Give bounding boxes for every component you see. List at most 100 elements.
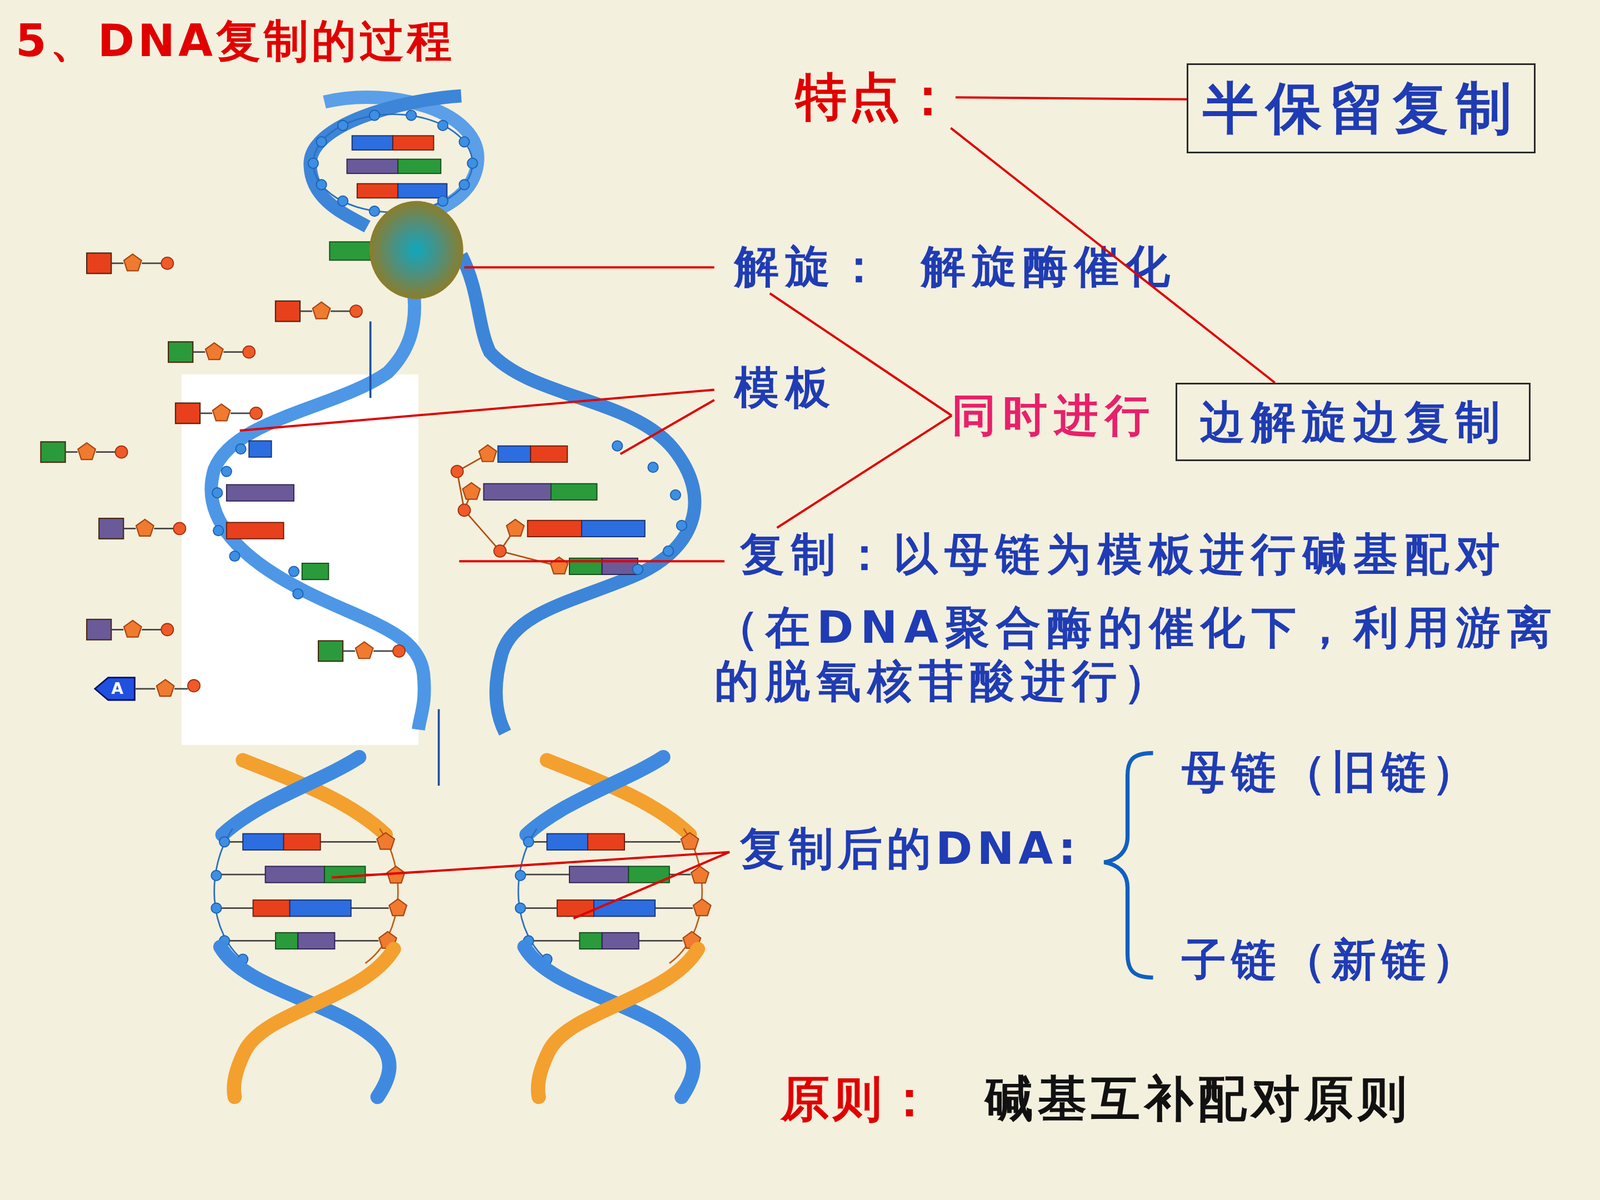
phosphate-circle [459,179,470,190]
annotation-label: 碱基互补配对原则 [984,1069,1412,1129]
base-rect [248,440,272,457]
daughter-helix [211,757,407,1098]
free-nucleotide [318,640,405,662]
node-text: 边解旋边复制 [1200,395,1507,449]
phosphate-circle [229,551,240,562]
phosphate-circle [663,546,674,557]
base-rect [226,522,284,539]
base-rect [226,484,294,501]
backbone-line [313,114,473,213]
annotation-label: 母链（旧链） [1181,745,1482,799]
guide-line [370,321,439,787]
phosphate-circle [437,120,448,131]
backbone-line [457,453,560,567]
sugar-pentagon [550,557,569,574]
connector-line [955,97,1187,100]
free-nucleotide [175,403,263,424]
base-rect [497,446,531,463]
white-panel [181,374,419,745]
annotation-label: 复制后的DNA: [740,822,1081,876]
node-text: 解旋酶催化 [921,240,1177,294]
node-text: 复制：以母链为模板进行碱基配对 [740,527,1563,582]
boxed-statement: 半保留复制 [1186,63,1536,154]
base-rect [392,135,434,150]
phosphate-circle [451,465,464,478]
phosphate-circle [369,206,380,217]
helicase-enzyme [369,201,464,299]
free-nucleotide [275,301,363,322]
phosphate-circle [676,520,687,531]
free-nucleotide [86,253,174,274]
daughter-helix [515,757,712,1098]
adenine-base [95,677,135,700]
connector-line [770,293,952,416]
phosphate-circle [670,490,681,500]
base-rect [483,483,552,500]
phosphate-circle [316,136,327,147]
base-rect [357,183,398,199]
phosphate-circle [213,525,224,536]
sugar-pentagon [156,679,175,697]
connector-line [950,127,1275,383]
sugar-pentagon [506,519,525,537]
annotation-label: 模板 [734,361,837,415]
free-nucleotide [86,619,174,640]
base-rect [302,563,329,580]
free-nucleotide [40,441,128,463]
template-strand-ribbon [461,255,695,733]
phosphate-circle [212,487,223,498]
phosphate-circle [467,158,478,169]
sugar-pentagon [462,482,481,500]
phosphate-circle [612,440,623,451]
phosphate-circle [337,120,348,131]
base-rect [581,520,645,537]
node-text: 半保留复制 [1202,75,1520,142]
base-rect [329,241,370,260]
base-letter: A [106,677,129,700]
boxed-statement: 边解旋边复制 [1175,382,1531,462]
phosphate-circle [647,462,658,473]
connector-line [777,415,952,528]
base-rect [397,159,441,174]
phosphate-circle [437,196,448,207]
slide-title: 5、DNA复制的过程 [15,14,455,68]
annotation-label: 原则： [780,1069,938,1129]
text-node: 复制：以母链为模板进行碱基配对（在DNA聚合酶的催化下，利用游离的脱氧核苷酸进行… [740,527,1563,708]
base-rect [397,183,447,199]
phosphate-circle [458,503,471,517]
base-rect [352,135,393,150]
node-text: 解旋： [734,240,888,294]
phosphate-circle [459,136,470,147]
base-rect [530,446,568,463]
curly-brace [1103,753,1153,978]
text-node: 特点： [795,66,956,128]
text-node: 解旋： 解旋酶催化 [734,240,1177,294]
base-rect [346,159,398,174]
node-text: 同时进行 [951,388,1157,443]
node-text: 特点： [795,66,956,128]
annotation-label: 子链（新链） [1181,933,1482,987]
phosphate-circle [406,110,417,120]
node-text: （在DNA聚合酶的催化下，利用游离的脱氧核苷酸进行） [714,601,1563,708]
free-nucleotide [98,518,186,539]
phosphate-circle [493,545,507,558]
phosphate-circle [632,564,643,575]
free-nucleotide [168,341,255,363]
phosphate-circle [288,566,299,577]
phosphate-circle [369,110,380,120]
leader-line [240,267,730,919]
phosphate-circle [187,679,200,692]
phosphate-circle [235,443,246,454]
base-rect [551,483,598,500]
phosphate-circle [292,588,303,599]
phosphate-circle [316,179,327,190]
text-node: 同时进行 [951,388,1157,443]
phosphate-circle [221,466,232,477]
base-rect [527,520,582,537]
sugar-pentagon [478,445,497,462]
phosphate-circle [337,196,348,207]
